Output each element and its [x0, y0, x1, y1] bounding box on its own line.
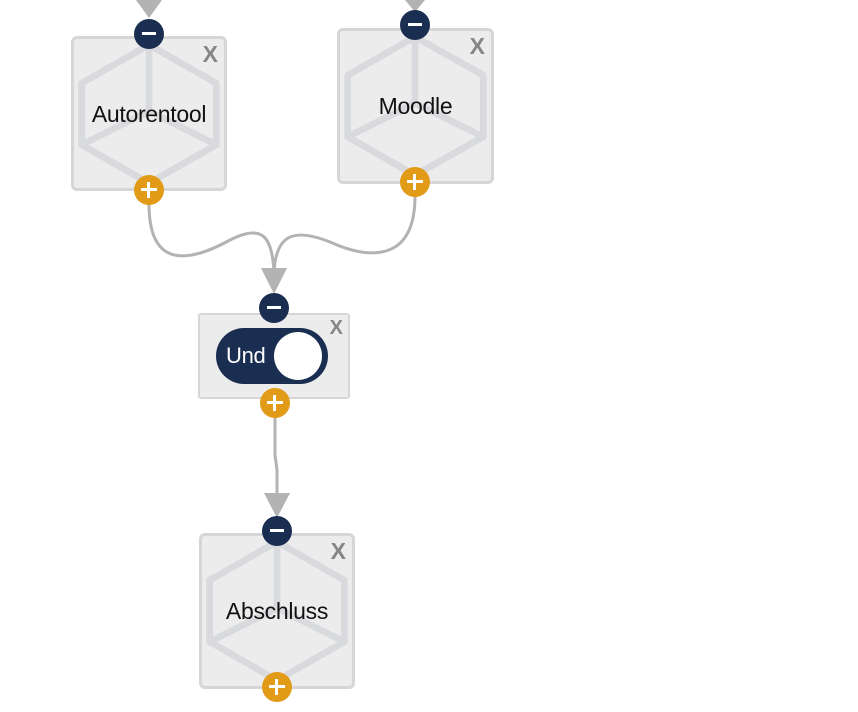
node-autorentool[interactable]: Autorentool X [71, 36, 227, 191]
close-icon[interactable]: X [202, 41, 218, 67]
node-label: Moodle [378, 93, 453, 119]
connector-line [272, 195, 417, 273]
connector-line [147, 203, 276, 273]
input-port-minus-icon[interactable] [400, 10, 430, 40]
input-port-minus-icon[interactable] [262, 516, 292, 546]
node-label: Autorentool [91, 101, 207, 127]
arrowhead-icon [264, 493, 290, 518]
arrowhead-icon [261, 268, 287, 294]
toggle-label: Und [226, 343, 266, 368]
close-icon[interactable]: X [329, 317, 343, 339]
edge-moodle-to-und[interactable] [272, 195, 417, 273]
output-port-plus-icon[interactable] [134, 175, 164, 205]
node-moodle[interactable]: Moodle X [337, 28, 494, 184]
node-abschluss[interactable]: Abschluss X [199, 533, 355, 689]
logic-toggle[interactable]: Und [216, 328, 328, 384]
output-port-plus-icon[interactable] [262, 672, 292, 702]
input-port-minus-icon[interactable] [259, 293, 289, 323]
edge-und-to-abschluss[interactable] [264, 417, 290, 518]
arrowhead-icon [136, 0, 162, 18]
output-port-plus-icon[interactable] [260, 388, 290, 418]
node-label: Abschluss [225, 598, 329, 624]
toggle-knob [274, 332, 322, 380]
edge-autorentool-to-und[interactable] [147, 203, 276, 273]
input-port-minus-icon[interactable] [134, 19, 164, 49]
node-und[interactable]: Und X [198, 313, 350, 399]
close-icon[interactable]: X [330, 538, 346, 564]
close-icon[interactable]: X [469, 33, 485, 59]
output-port-plus-icon[interactable] [400, 167, 430, 197]
edge-external-to-autorentool[interactable] [136, 0, 162, 18]
connector-line [273, 417, 279, 495]
